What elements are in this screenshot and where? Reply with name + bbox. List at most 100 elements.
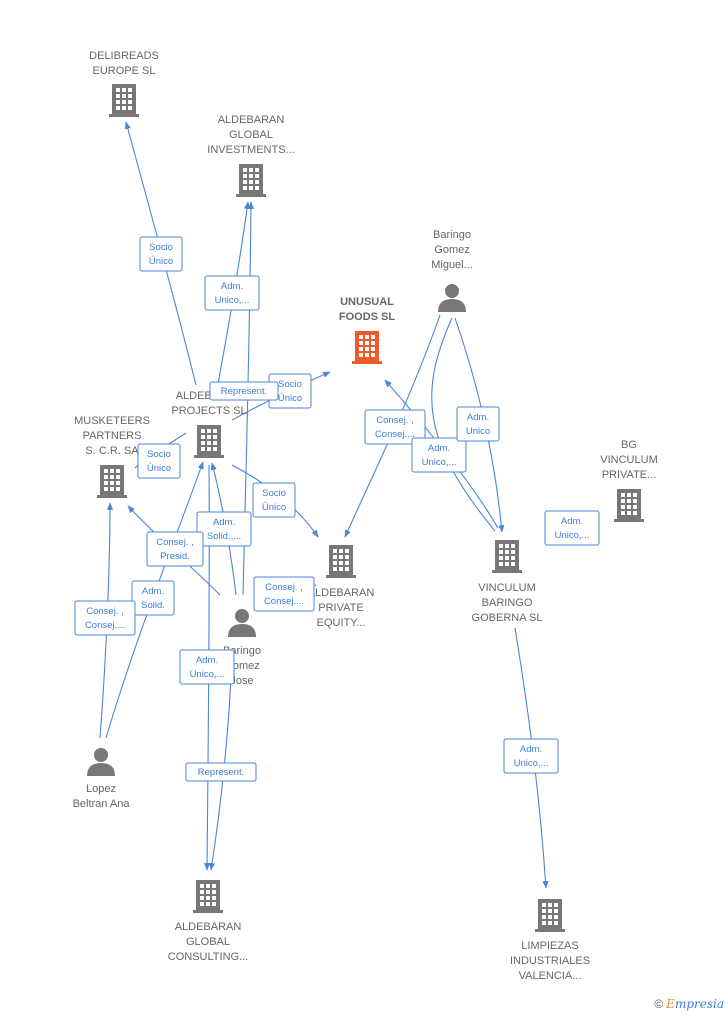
svg-text:Represent.: Represent. [221, 386, 267, 397]
svg-text:Consej....: Consej.... [375, 429, 415, 440]
edge-label-e8[interactable]: Consej. ,Presid. [146, 531, 204, 567]
node-unusual-foods-main[interactable]: UNUSUAL FOODS SL [339, 296, 396, 364]
node-label-line: LIMPIEZAS [521, 940, 578, 952]
svg-text:Consej. ,: Consej. , [265, 582, 303, 593]
svg-text:Unico,...: Unico,... [422, 457, 457, 468]
svg-text:Único: Único [149, 256, 173, 267]
node-label-line: UNUSUAL [340, 296, 394, 308]
node-label-line: BG [621, 439, 637, 451]
edge-label-e10[interactable]: Consej. ,Consej.... [74, 600, 136, 636]
svg-text:Presid.: Presid. [160, 551, 190, 562]
edge-label-e13[interactable]: Represent. [185, 762, 257, 782]
svg-text:Socio: Socio [278, 379, 302, 390]
node-label-line: INVESTMENTS... [207, 144, 294, 156]
building-icon [109, 84, 139, 117]
building-icon [97, 465, 127, 498]
node-label-line: VINCULUM [478, 582, 535, 594]
node-aldebaran-global-investments[interactable]: ALDEBARAN GLOBAL INVESTMENTS... [207, 114, 295, 197]
edge-label-e9[interactable]: Adm. Solid. [131, 580, 175, 616]
node-label-line: Baringo [433, 229, 471, 241]
node-label-line: ALDEBARAN [308, 587, 375, 599]
node-label-line: Beltran Ana [73, 798, 131, 810]
svg-text:Adm.: Adm. [561, 516, 583, 527]
svg-text:Unico,...: Unico,... [190, 669, 225, 680]
svg-text:Único: Único [262, 502, 286, 513]
svg-text:Adm.: Adm. [213, 517, 235, 528]
edge-line-e17 [431, 317, 496, 532]
svg-text:Adm.: Adm. [221, 281, 243, 292]
node-delibreads[interactable]: DELIBREADS EUROPE SL [89, 50, 159, 117]
node-label-line: PRIVATE [318, 602, 363, 614]
node-label-line: VINCULUM [600, 454, 657, 466]
node-label-line: S. C.R. SA [85, 445, 139, 457]
svg-text:Unico,...: Unico,... [555, 530, 590, 541]
node-label-line: Gomez [434, 244, 469, 256]
building-icon [614, 489, 644, 522]
svg-text:Adm.: Adm. [467, 412, 489, 423]
building-icon [492, 540, 522, 573]
node-aldebaran-private-equity[interactable]: ALDEBARAN PRIVATE EQUITY... [308, 545, 375, 629]
building-icon [193, 880, 223, 913]
node-label-line: PARTNERS [83, 430, 142, 442]
svg-text:Adm.: Adm. [428, 443, 450, 454]
brand-name: mpresia [674, 997, 724, 1011]
node-label-line: BARINGO [482, 597, 533, 609]
building-icon [352, 331, 382, 364]
brand-initial: E [666, 997, 675, 1011]
svg-text:Único: Único [278, 393, 302, 404]
node-baringo-gomez-miguel[interactable]: Baringo Gomez Miguel... [431, 229, 473, 312]
node-musketeers-partners[interactable]: MUSKETEERS PARTNERS S. C.R. SA [74, 415, 150, 498]
node-vinculum-baringo[interactable]: VINCULUM BARINGO GOBERNA SL [472, 540, 543, 624]
node-lopez-beltran[interactable]: Lopez Beltran Ana [73, 748, 131, 810]
edge-label-e14[interactable]: Consej. , Consej.... [364, 409, 426, 445]
node-limpiezas-industriales[interactable]: LIMPIEZAS INDUSTRIALES VALENCIA... [510, 899, 590, 982]
edge-label-e11[interactable]: Consej. , Consej.... [253, 576, 315, 612]
svg-text:Solid.: Solid. [141, 600, 165, 611]
node-label-line: Jose [230, 675, 253, 687]
svg-text:Adm.: Adm. [142, 586, 164, 597]
node-aldebaran-global-consulting[interactable]: ALDEBARAN GLOBAL CONSULTING... [168, 880, 248, 963]
svg-text:Socio: Socio [149, 242, 173, 253]
node-label-line: INDUSTRIALES [510, 955, 590, 967]
edge-label-e2[interactable]: Adm.Unico,... [204, 275, 260, 311]
edge-label-e15[interactable]: Adm. Unico,... [411, 437, 467, 473]
node-label-line: PRIVATE... [602, 469, 657, 481]
svg-text:Adm.: Adm. [520, 744, 542, 755]
svg-text:Socio: Socio [262, 488, 286, 499]
copyright-symbol: © [654, 997, 664, 1011]
node-bg-vinculum[interactable]: BG VINCULUM PRIVATE... [600, 439, 658, 522]
svg-text:Consej....: Consej.... [264, 596, 304, 607]
footer-brand: ©Empresia [654, 997, 724, 1011]
edge-label-e16[interactable]: Adm. Unico [456, 406, 500, 442]
node-label-line: Lopez [86, 783, 116, 795]
edge-label-e12[interactable]: Adm. Unico,... [179, 649, 235, 685]
edge-label-e18[interactable]: Adm.Unico,... [503, 738, 559, 774]
building-icon [194, 425, 224, 458]
svg-text:Unico: Unico [466, 426, 490, 437]
edge-label-e7[interactable]: Adm.Solid.,... [196, 511, 252, 547]
node-label-line: ALDEBARAN [175, 921, 242, 933]
building-icon [236, 164, 266, 197]
svg-text:Único: Único [147, 463, 171, 474]
node-label-line: ALDEBARAN [218, 114, 285, 126]
node-label-line: EUROPE SL [93, 65, 156, 77]
node-label-line: GOBERNA SL [472, 612, 543, 624]
person-icon [438, 284, 466, 312]
node-label-line: GLOBAL [229, 129, 273, 141]
svg-text:Represent.: Represent. [198, 767, 244, 778]
svg-text:Consej....: Consej.... [85, 620, 125, 631]
building-icon [326, 545, 356, 578]
node-label-line: CONSULTING... [168, 951, 248, 963]
svg-text:Consej. ,: Consej. , [376, 415, 414, 426]
svg-text:Adm.: Adm. [196, 655, 218, 666]
person-icon [228, 609, 256, 637]
node-label-line: MUSKETEERS [74, 415, 150, 427]
edge-label-e4[interactable]: Represent. [209, 381, 279, 401]
person-icon [87, 748, 115, 776]
node-label-line: EQUITY... [317, 617, 366, 629]
edge-label-e17[interactable]: Adm. Unico,... [544, 510, 600, 546]
